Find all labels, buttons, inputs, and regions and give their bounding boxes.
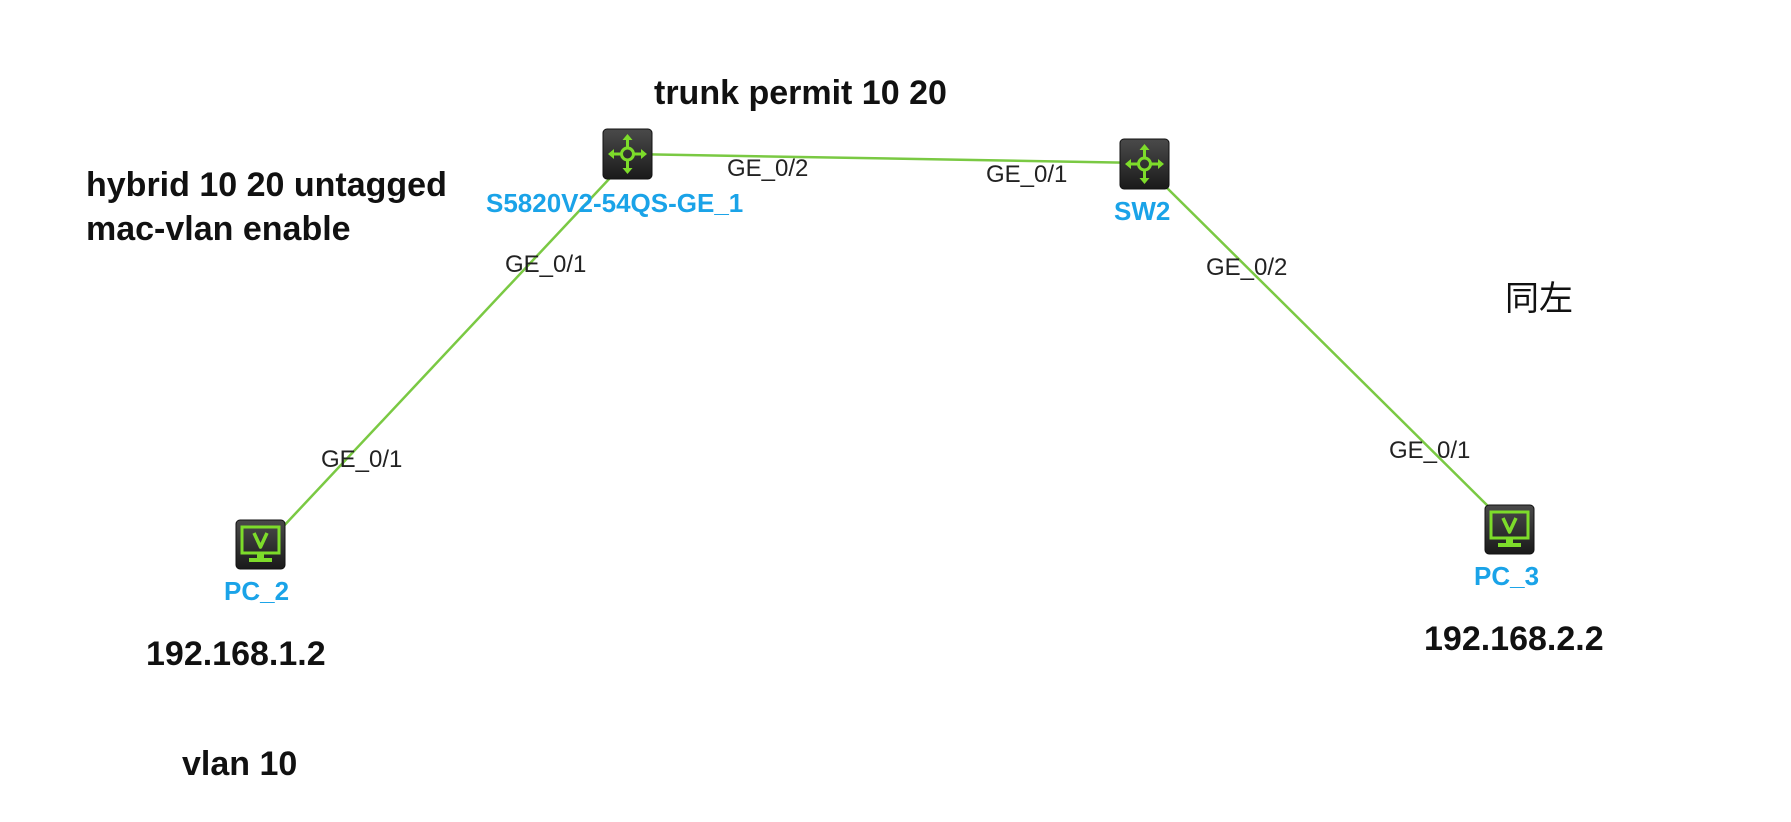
note-trunk: trunk permit 10 20 [654,74,947,112]
port-label-sw1-ge02: GE_0/2 [727,155,808,182]
port-label-pc3-ge01: GE_0/1 [1389,437,1470,464]
pc-monitor-icon [235,519,286,570]
pc-pc3[interactable]: PC_3 [1474,504,1539,591]
note-vlan: vlan 10 [182,745,297,783]
link-sw1-sw2 [627,152,1146,165]
ip-label-pc2: 192.168.1.2 [146,635,326,673]
pc-pc2[interactable]: PC_2 [224,519,289,606]
link-sw2-pc3 [1161,182,1501,519]
switch-sw2[interactable]: SW2 [1114,138,1170,226]
port-label-sw1-ge01: GE_0/1 [505,251,586,278]
device-label-pc3: PC_3 [1474,561,1539,591]
device-label-sw2: SW2 [1114,196,1170,226]
note-same-as-left: 同左 [1505,279,1573,319]
note-hybrid: hybrid 10 20 untagged [86,166,447,204]
port-label-sw2-ge01: GE_0/1 [986,161,1067,188]
device-label-pc2: PC_2 [224,576,289,606]
switch-sw1[interactable]: S5820V2-54QS-GE_1 [486,128,743,218]
switch-icon [1119,138,1170,190]
link-sw1-pc2 [279,177,611,531]
ip-label-pc3: 192.168.2.2 [1424,620,1604,658]
pc-monitor-icon [1484,504,1535,555]
device-label-sw1: S5820V2-54QS-GE_1 [486,188,743,218]
port-label-pc2-ge01: GE_0/1 [321,446,402,473]
port-label-sw2-ge02: GE_0/2 [1206,254,1287,281]
switch-icon [602,128,653,180]
note-mac-vlan: mac-vlan enable [86,210,351,248]
